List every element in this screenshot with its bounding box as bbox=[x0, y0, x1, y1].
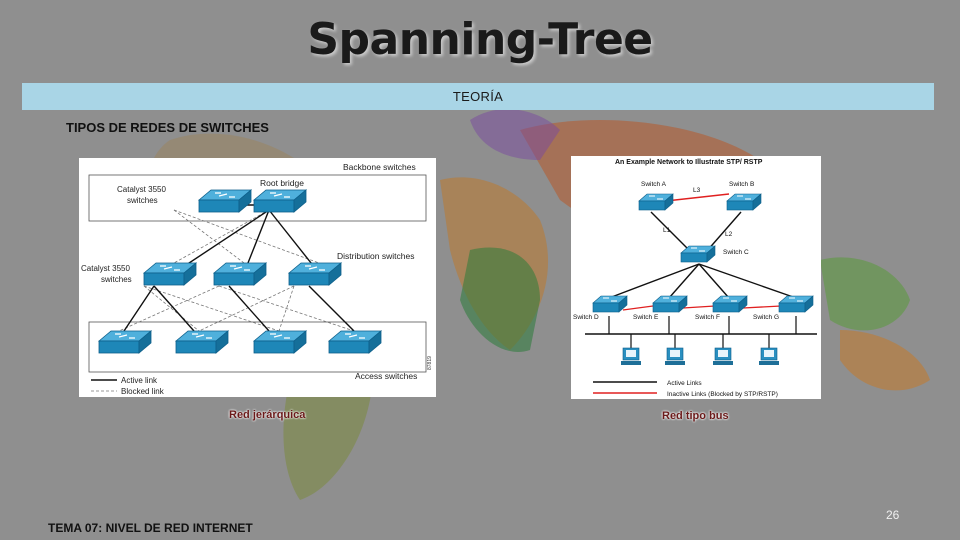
switch-a-label: Switch A bbox=[641, 181, 667, 188]
switch-c bbox=[680, 245, 716, 263]
legend-active-links-label: Active Links bbox=[667, 380, 702, 387]
backbone-label: Backbone switches bbox=[343, 162, 416, 172]
figure-id: 87819 bbox=[427, 356, 433, 370]
legend-active-label: Active link bbox=[121, 376, 158, 385]
links-access-blocked bbox=[622, 305, 782, 311]
access-switch-1 bbox=[98, 330, 152, 354]
switch-a bbox=[638, 193, 674, 211]
switch-g bbox=[778, 295, 814, 313]
switch-g-label: Switch G bbox=[753, 314, 779, 321]
right-caption: Red tipo bus bbox=[662, 410, 729, 422]
page-number: 26 bbox=[886, 508, 900, 522]
active-links bbox=[123, 204, 355, 332]
section-band: TEORÍA bbox=[22, 83, 934, 110]
section-band-label: TEORÍA bbox=[452, 89, 504, 104]
legend-blocked-label: Blocked link bbox=[121, 387, 165, 396]
blocked-links bbox=[118, 209, 355, 332]
backbone-tier-box bbox=[88, 174, 427, 222]
root-bridge-switch bbox=[253, 189, 307, 213]
switch-b-label: Switch B bbox=[729, 181, 754, 188]
catalyst-top-label-1: Catalyst 3550 bbox=[117, 185, 166, 194]
access-switch-3 bbox=[253, 330, 307, 354]
access-switch-2 bbox=[175, 330, 229, 354]
hierarchical-network-diagram: Backbone switches Root bridge Catalyst 3… bbox=[79, 158, 436, 397]
distribution-switch-1 bbox=[143, 262, 197, 286]
catalyst-mid-label-2: switches bbox=[101, 275, 132, 284]
link-l2-label: L2 bbox=[725, 231, 733, 238]
catalyst-top-label-2: switches bbox=[127, 196, 158, 205]
switch-e-label: Switch E bbox=[633, 314, 659, 321]
right-diagram-title: An Example Network to Illustrate STP/ RS… bbox=[615, 159, 763, 166]
link-l3-label: L3 bbox=[693, 187, 701, 194]
left-caption: Red jerárquica bbox=[229, 409, 306, 421]
slide-title: Spanning-Tree bbox=[307, 14, 653, 65]
switch-f bbox=[712, 295, 748, 313]
catalyst-mid-label-1: Catalyst 3550 bbox=[81, 264, 130, 273]
slide-subtitle: TIPOS DE REDES DE SWITCHES bbox=[66, 120, 269, 135]
distribution-switch-2 bbox=[213, 262, 267, 286]
switch-b bbox=[726, 193, 762, 211]
access-tier-box bbox=[88, 321, 427, 373]
links-c-to-access bbox=[608, 263, 797, 299]
distribution-switch-3 bbox=[288, 262, 342, 286]
backbone-switch-1 bbox=[198, 189, 252, 213]
root-bridge-label: Root bridge bbox=[260, 178, 304, 188]
hierarchical-network-svg: Backbone switches Root bridge Catalyst 3… bbox=[81, 162, 433, 396]
pc-1 bbox=[620, 347, 642, 366]
link-l1-label: L1 bbox=[663, 227, 671, 234]
switch-d bbox=[592, 295, 628, 313]
bus-drops bbox=[608, 316, 797, 348]
pc-4 bbox=[758, 347, 780, 366]
access-label: Access switches bbox=[355, 371, 417, 381]
switch-f-label: Switch F bbox=[695, 314, 720, 321]
access-switch-4 bbox=[328, 330, 382, 354]
pc-3 bbox=[712, 347, 734, 366]
link-l1 bbox=[650, 211, 692, 253]
bus-network-svg: An Example Network to Illustrate STP/ RS… bbox=[573, 159, 817, 398]
distribution-label: Distribution switches bbox=[337, 251, 414, 261]
link-l2 bbox=[705, 211, 742, 253]
switch-c-label: Switch C bbox=[723, 249, 749, 256]
legend-inactive-links-label: Inactive Links (Blocked by STP/RSTP) bbox=[667, 391, 778, 398]
switch-e bbox=[652, 295, 688, 313]
pc-2 bbox=[664, 347, 686, 366]
bus-network-diagram: An Example Network to Illustrate STP/ RS… bbox=[571, 156, 821, 399]
switch-d-label: Switch D bbox=[573, 314, 599, 321]
slide-footer: TEMA 07: NIVEL DE RED INTERNET bbox=[48, 521, 253, 535]
